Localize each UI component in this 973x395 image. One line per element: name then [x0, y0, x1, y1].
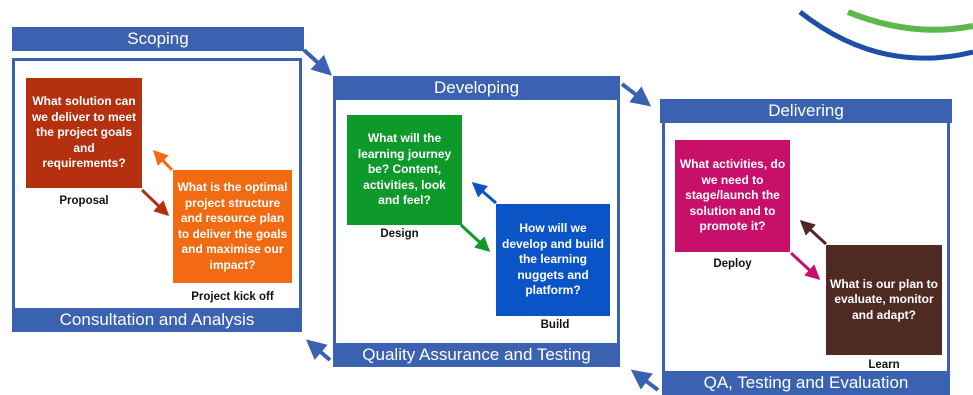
delivering-title: Delivering — [660, 99, 952, 123]
arrow-evaluation-to-qa — [630, 369, 660, 392]
developing-title: Developing — [333, 76, 620, 100]
deploy-card: What activities, do we need to stage/lau… — [675, 140, 790, 252]
arrow-developing-to-delivering — [620, 82, 652, 107]
proposal-card: What solution can we deliver to meet the… — [26, 78, 142, 188]
project-kickoff-card: What is the optimal project structure an… — [173, 170, 292, 283]
scoping-footer: Consultation and Analysis — [12, 308, 302, 332]
arrow-scoping-to-developing — [302, 48, 332, 76]
arrow-build-to-design — [471, 182, 497, 205]
learn-caption: Learn — [868, 359, 900, 371]
build-caption: Build — [540, 319, 570, 331]
scoping-title: Scoping — [12, 27, 304, 51]
delivering-footer: QA, Testing and Evaluation — [662, 371, 950, 395]
arrow-deploy-to-learn — [789, 251, 821, 281]
project-kickoff-caption: Project kick off — [191, 291, 274, 303]
design-caption: Design — [380, 228, 419, 240]
arrow-kickoff-to-proposal — [152, 149, 174, 172]
arrow-qa-to-consultation — [305, 339, 332, 362]
arrow-proposal-to-kickoff — [140, 188, 170, 217]
deploy-caption: Deploy — [713, 258, 752, 270]
proposal-caption: Proposal — [59, 195, 109, 207]
developing-footer: Quality Assurance and Testing — [333, 343, 620, 367]
design-card: What will the learning journey be? Conte… — [347, 115, 462, 225]
arrow-design-to-build — [459, 223, 491, 253]
arrow-learn-to-deploy — [799, 219, 828, 246]
learn-card: What is our plan to evaluate, monitor an… — [826, 245, 942, 355]
build-card: How will we develop and build the learni… — [496, 204, 610, 316]
